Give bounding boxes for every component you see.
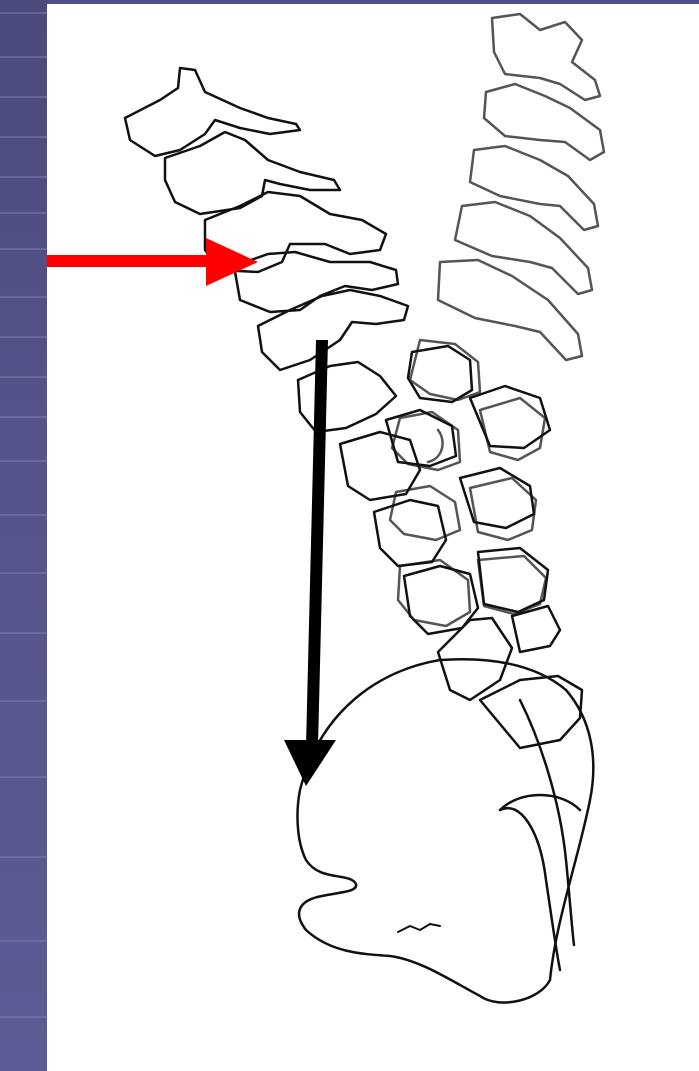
sidebar-stripe (0, 776, 47, 778)
sidebar-stripe (0, 1016, 47, 1018)
main-spine-outline (125, 68, 593, 1003)
sidebar-stripe (0, 376, 47, 378)
pelvis-outline (298, 659, 594, 1002)
spine-illustration (47, 4, 699, 1071)
vertebra (512, 606, 560, 652)
sidebar-stripe (0, 296, 47, 298)
secondary-spine-outline (390, 14, 604, 626)
sidebar-stripe (0, 212, 47, 214)
vertebra (125, 68, 300, 156)
sidebar-stripe (0, 460, 47, 462)
sidebar-stripe (0, 176, 47, 178)
vertebra (298, 362, 396, 432)
black-arrow (284, 340, 336, 786)
sidebar-stripe (0, 632, 47, 634)
sidebar-stripe (0, 416, 47, 418)
sidebar-stripe (0, 856, 47, 858)
sidebar-stripe (0, 700, 47, 702)
left-sidebar-decoration (0, 0, 47, 1071)
secondary-vertebra (470, 478, 536, 540)
vertebra (480, 676, 582, 748)
secondary-line (428, 430, 443, 462)
sidebar-stripe (0, 136, 47, 138)
vertebra (258, 290, 408, 370)
pelvis-mark (398, 924, 440, 932)
sidebar-stripe (0, 514, 47, 516)
sidebar-stripe (0, 572, 47, 574)
sidebar-stripe (0, 336, 47, 338)
sacrum-line (500, 808, 560, 970)
sidebar-stripe (0, 248, 47, 250)
vertebra (340, 432, 420, 500)
vertebra (165, 132, 340, 214)
secondary-vertebra (484, 84, 604, 160)
sidebar-stripe (0, 96, 47, 98)
sidebar-stripe (0, 56, 47, 58)
sidebar-stripe (0, 12, 47, 14)
vertebra (386, 410, 456, 466)
vertebra (234, 252, 398, 312)
sidebar-stripe (0, 940, 47, 942)
red-arrow (47, 238, 258, 286)
secondary-vertebra (480, 398, 545, 460)
vertebra (374, 500, 446, 566)
